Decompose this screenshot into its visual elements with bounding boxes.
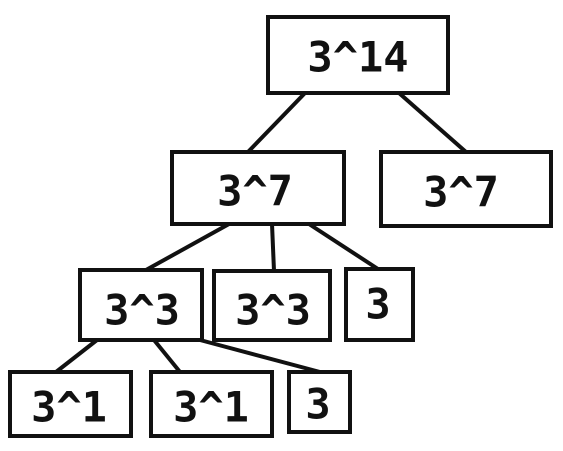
edge-a-a2 <box>270 223 276 272</box>
edge-a1-a1a <box>54 338 99 374</box>
edge-a-a1 <box>145 222 230 272</box>
node-a1a: 3^1 <box>8 370 133 438</box>
node-a3: 3 <box>344 267 415 342</box>
edge-a-a3 <box>307 222 380 271</box>
node-box <box>78 268 204 342</box>
node-box <box>149 370 274 438</box>
node-label: 3 <box>305 380 330 429</box>
tree-nodes: 3^14 3^7 3^7 3^3 3^3 3 3^1 3^1 <box>8 15 553 438</box>
node-label: 3^7 <box>423 168 499 217</box>
node-box <box>8 370 133 438</box>
node-a1b: 3^1 <box>149 370 274 438</box>
node-a: 3^7 <box>170 150 346 226</box>
node-a2: 3^3 <box>212 269 332 342</box>
edge-root-b <box>397 91 468 154</box>
node-box <box>287 370 352 434</box>
node-label: 3^3 <box>235 286 311 335</box>
edge-root-a <box>246 91 307 154</box>
node-box <box>344 267 415 342</box>
node-box <box>170 150 346 226</box>
node-label: 3^3 <box>104 286 180 335</box>
node-a1c: 3 <box>287 370 352 434</box>
tree-edges <box>54 91 468 374</box>
node-label: 3^7 <box>217 167 293 216</box>
node-b: 3^7 <box>379 150 553 228</box>
edge-a1-a1b <box>152 338 182 374</box>
node-root: 3^14 <box>266 15 450 95</box>
node-box <box>266 15 450 95</box>
node-box <box>379 150 553 228</box>
node-label: 3 <box>365 280 390 329</box>
node-a1: 3^3 <box>78 268 204 342</box>
node-box <box>212 269 332 342</box>
node-label: 3^1 <box>173 383 249 432</box>
node-label: 3^1 <box>31 383 107 432</box>
edge-a1-a1c <box>199 338 321 374</box>
node-label: 3^14 <box>307 33 408 82</box>
